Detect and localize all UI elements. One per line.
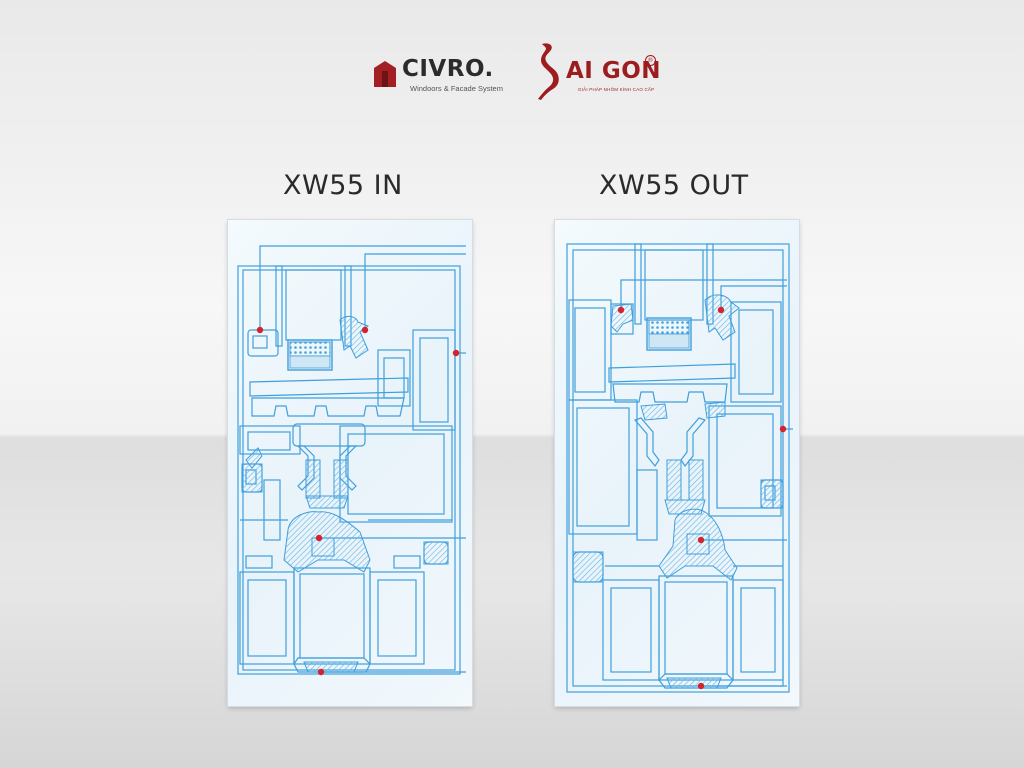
marker-dot (697, 682, 705, 690)
marker-dot (779, 425, 787, 433)
drawing-panel-in (228, 220, 472, 706)
marker-dot (256, 326, 264, 334)
profile-section-out (566, 243, 793, 693)
marker-dot (452, 349, 460, 357)
heading-xw55-in: XW55 IN (283, 170, 403, 201)
marker-dot (317, 668, 325, 676)
saigon-name: AI GON (566, 58, 662, 84)
saigon-logo: AI GON ® GIẢI PHÁP NHÔM KÍNH CAO CẤP (536, 42, 661, 102)
civro-logo: CIVRO. Windoors & Facade System (374, 56, 514, 98)
heading-xw55-out: XW55 OUT (599, 170, 749, 201)
civro-name: CIVRO. (402, 56, 494, 82)
civro-tagline: Windoors & Facade System (410, 84, 503, 93)
drawing-panel-out (555, 220, 799, 706)
marker-dot (617, 306, 625, 314)
marker-dot (717, 306, 725, 314)
marker-dot (361, 326, 369, 334)
civro-mark-icon (374, 61, 396, 87)
registered-icon: ® (645, 55, 656, 66)
vietnam-map-icon (538, 43, 559, 100)
marker-dot (697, 536, 705, 544)
saigon-tagline: GIẢI PHÁP NHÔM KÍNH CAO CẤP (578, 87, 655, 92)
profile-section-in (237, 245, 466, 676)
marker-dot (315, 534, 323, 542)
